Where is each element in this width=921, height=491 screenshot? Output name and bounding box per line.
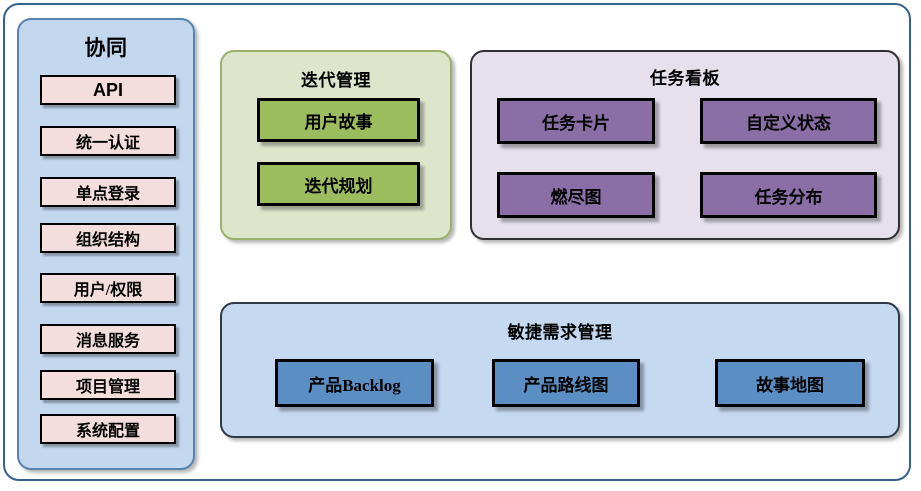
panel-iteration-management-title: 迭代管理 — [301, 71, 371, 90]
panel-agile-requirements-title: 敏捷需求管理 — [507, 323, 613, 342]
sidebar-item-system-config[interactable]: 系统配置 — [40, 414, 176, 444]
panel-task-board-title: 任务看板 — [650, 69, 720, 88]
panel-collaboration[interactable]: 协同 API 统一认证 单点登录 组织结构 用户/权限 消息服务 项目管理 系统… — [17, 18, 195, 470]
sidebar-item-api[interactable]: API — [40, 75, 176, 105]
architecture-diagram-frame: 协同 API 统一认证 单点登录 组织结构 用户/权限 消息服务 项目管理 系统… — [3, 3, 911, 481]
sidebar-item-sso[interactable]: 单点登录 — [40, 177, 176, 207]
sidebar-item-user-roles[interactable]: 用户/权限 — [40, 273, 176, 303]
sidebar-item-project-mgmt[interactable]: 项目管理 — [40, 370, 176, 400]
card-user-story[interactable]: 用户故事 — [257, 98, 420, 142]
panel-task-board[interactable]: 任务看板 任务卡片 自定义状态 燃尽图 任务分布 — [470, 50, 900, 240]
sidebar-item-message-service[interactable]: 消息服务 — [40, 324, 176, 354]
card-iteration-planning[interactable]: 迭代规划 — [257, 162, 420, 206]
sidebar-item-org-structure[interactable]: 组织结构 — [40, 223, 176, 253]
card-custom-status[interactable]: 自定义状态 — [700, 98, 877, 144]
card-task-distribution[interactable]: 任务分布 — [700, 172, 877, 218]
card-product-backlog[interactable]: 产品Backlog — [275, 359, 434, 407]
panel-agile-requirements[interactable]: 敏捷需求管理 产品Backlog 产品路线图 故事地图 — [220, 302, 900, 438]
card-story-map[interactable]: 故事地图 — [715, 359, 865, 407]
card-product-roadmap[interactable]: 产品路线图 — [492, 359, 640, 407]
sidebar-item-unified-auth[interactable]: 统一认证 — [40, 126, 176, 156]
panel-iteration-management[interactable]: 迭代管理 用户故事 迭代规划 — [220, 50, 452, 240]
panel-collaboration-title: 协同 — [84, 37, 128, 60]
card-burndown-chart[interactable]: 燃尽图 — [497, 172, 655, 218]
card-task-card[interactable]: 任务卡片 — [497, 98, 655, 144]
